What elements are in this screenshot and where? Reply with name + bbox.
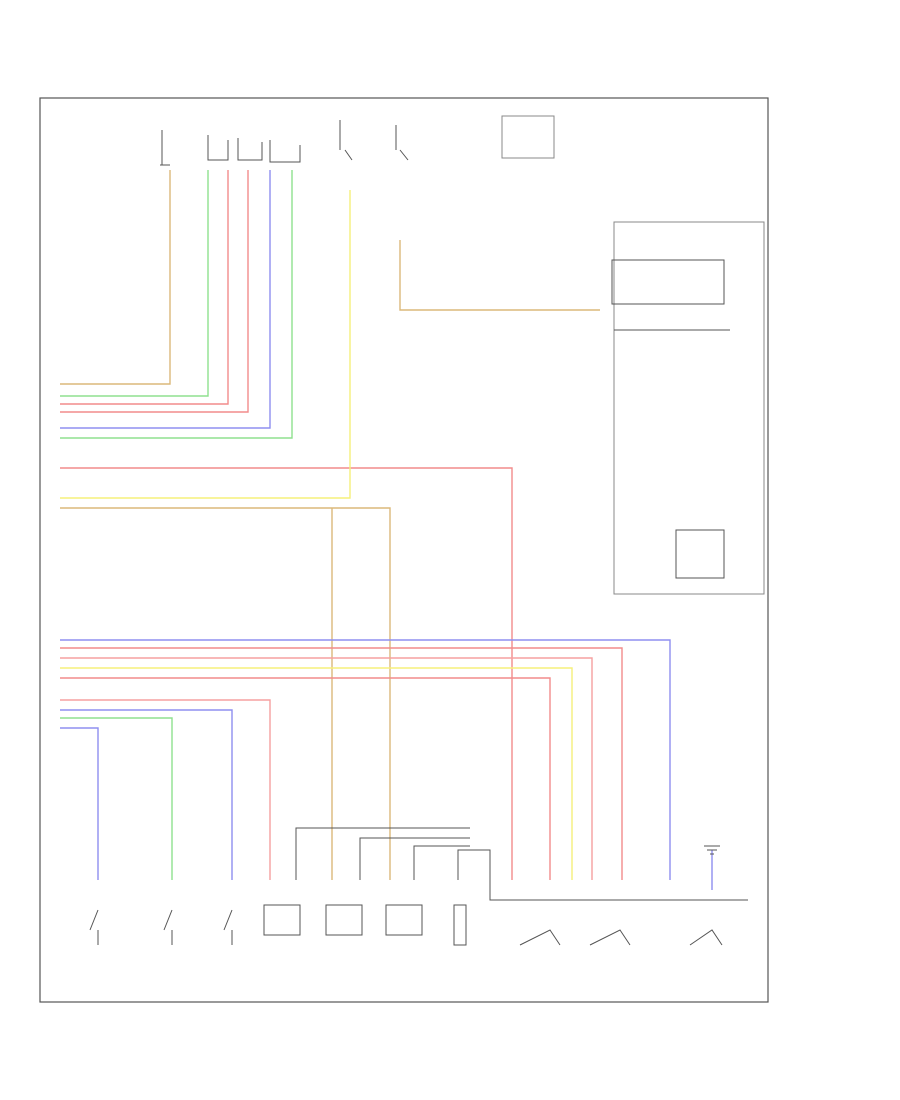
wire-red-long <box>60 467 513 880</box>
module-logic-box <box>675 529 725 579</box>
black-control-wires <box>295 827 748 901</box>
switch-icon <box>89 909 99 945</box>
wire-blue-low-3 <box>60 727 99 880</box>
range-switch-contacts <box>519 929 723 946</box>
wire-tan-mid <box>60 507 391 880</box>
wire-blue-low-2 <box>60 709 233 880</box>
wires <box>60 170 713 890</box>
top-connector-left <box>160 130 301 166</box>
solenoid-c <box>385 904 423 936</box>
switch-icon <box>163 909 173 945</box>
diagram-frame <box>39 97 769 1003</box>
wire-red-2 <box>60 170 249 413</box>
wire-green-2 <box>60 170 293 439</box>
switch-icon <box>223 909 233 945</box>
top-relay-switches <box>339 118 552 161</box>
top-label-box <box>501 115 555 159</box>
module-connector-box <box>611 259 725 305</box>
ground-icon <box>704 845 720 855</box>
control-module-panel <box>613 221 765 595</box>
wire-pink-low-2 <box>60 699 271 880</box>
wire-yellow-low <box>60 667 573 880</box>
wire-yellow-vert <box>60 190 351 499</box>
wire-green-1 <box>60 170 209 397</box>
wire-blue-1 <box>60 170 271 429</box>
temp-sensor <box>453 904 467 946</box>
wire-pink-low <box>60 657 593 880</box>
bottom-components <box>89 845 723 946</box>
wire-tan-top <box>60 170 171 385</box>
wire-green-low <box>60 717 173 880</box>
wire-red-1 <box>60 170 229 405</box>
solenoid-b <box>325 904 363 936</box>
wire-tan-right <box>399 240 600 311</box>
solenoid-a <box>263 904 301 936</box>
wire-red-low-1 <box>60 647 623 880</box>
wire-red-low-2 <box>60 677 551 880</box>
wire-blue-low-1 <box>60 639 671 880</box>
